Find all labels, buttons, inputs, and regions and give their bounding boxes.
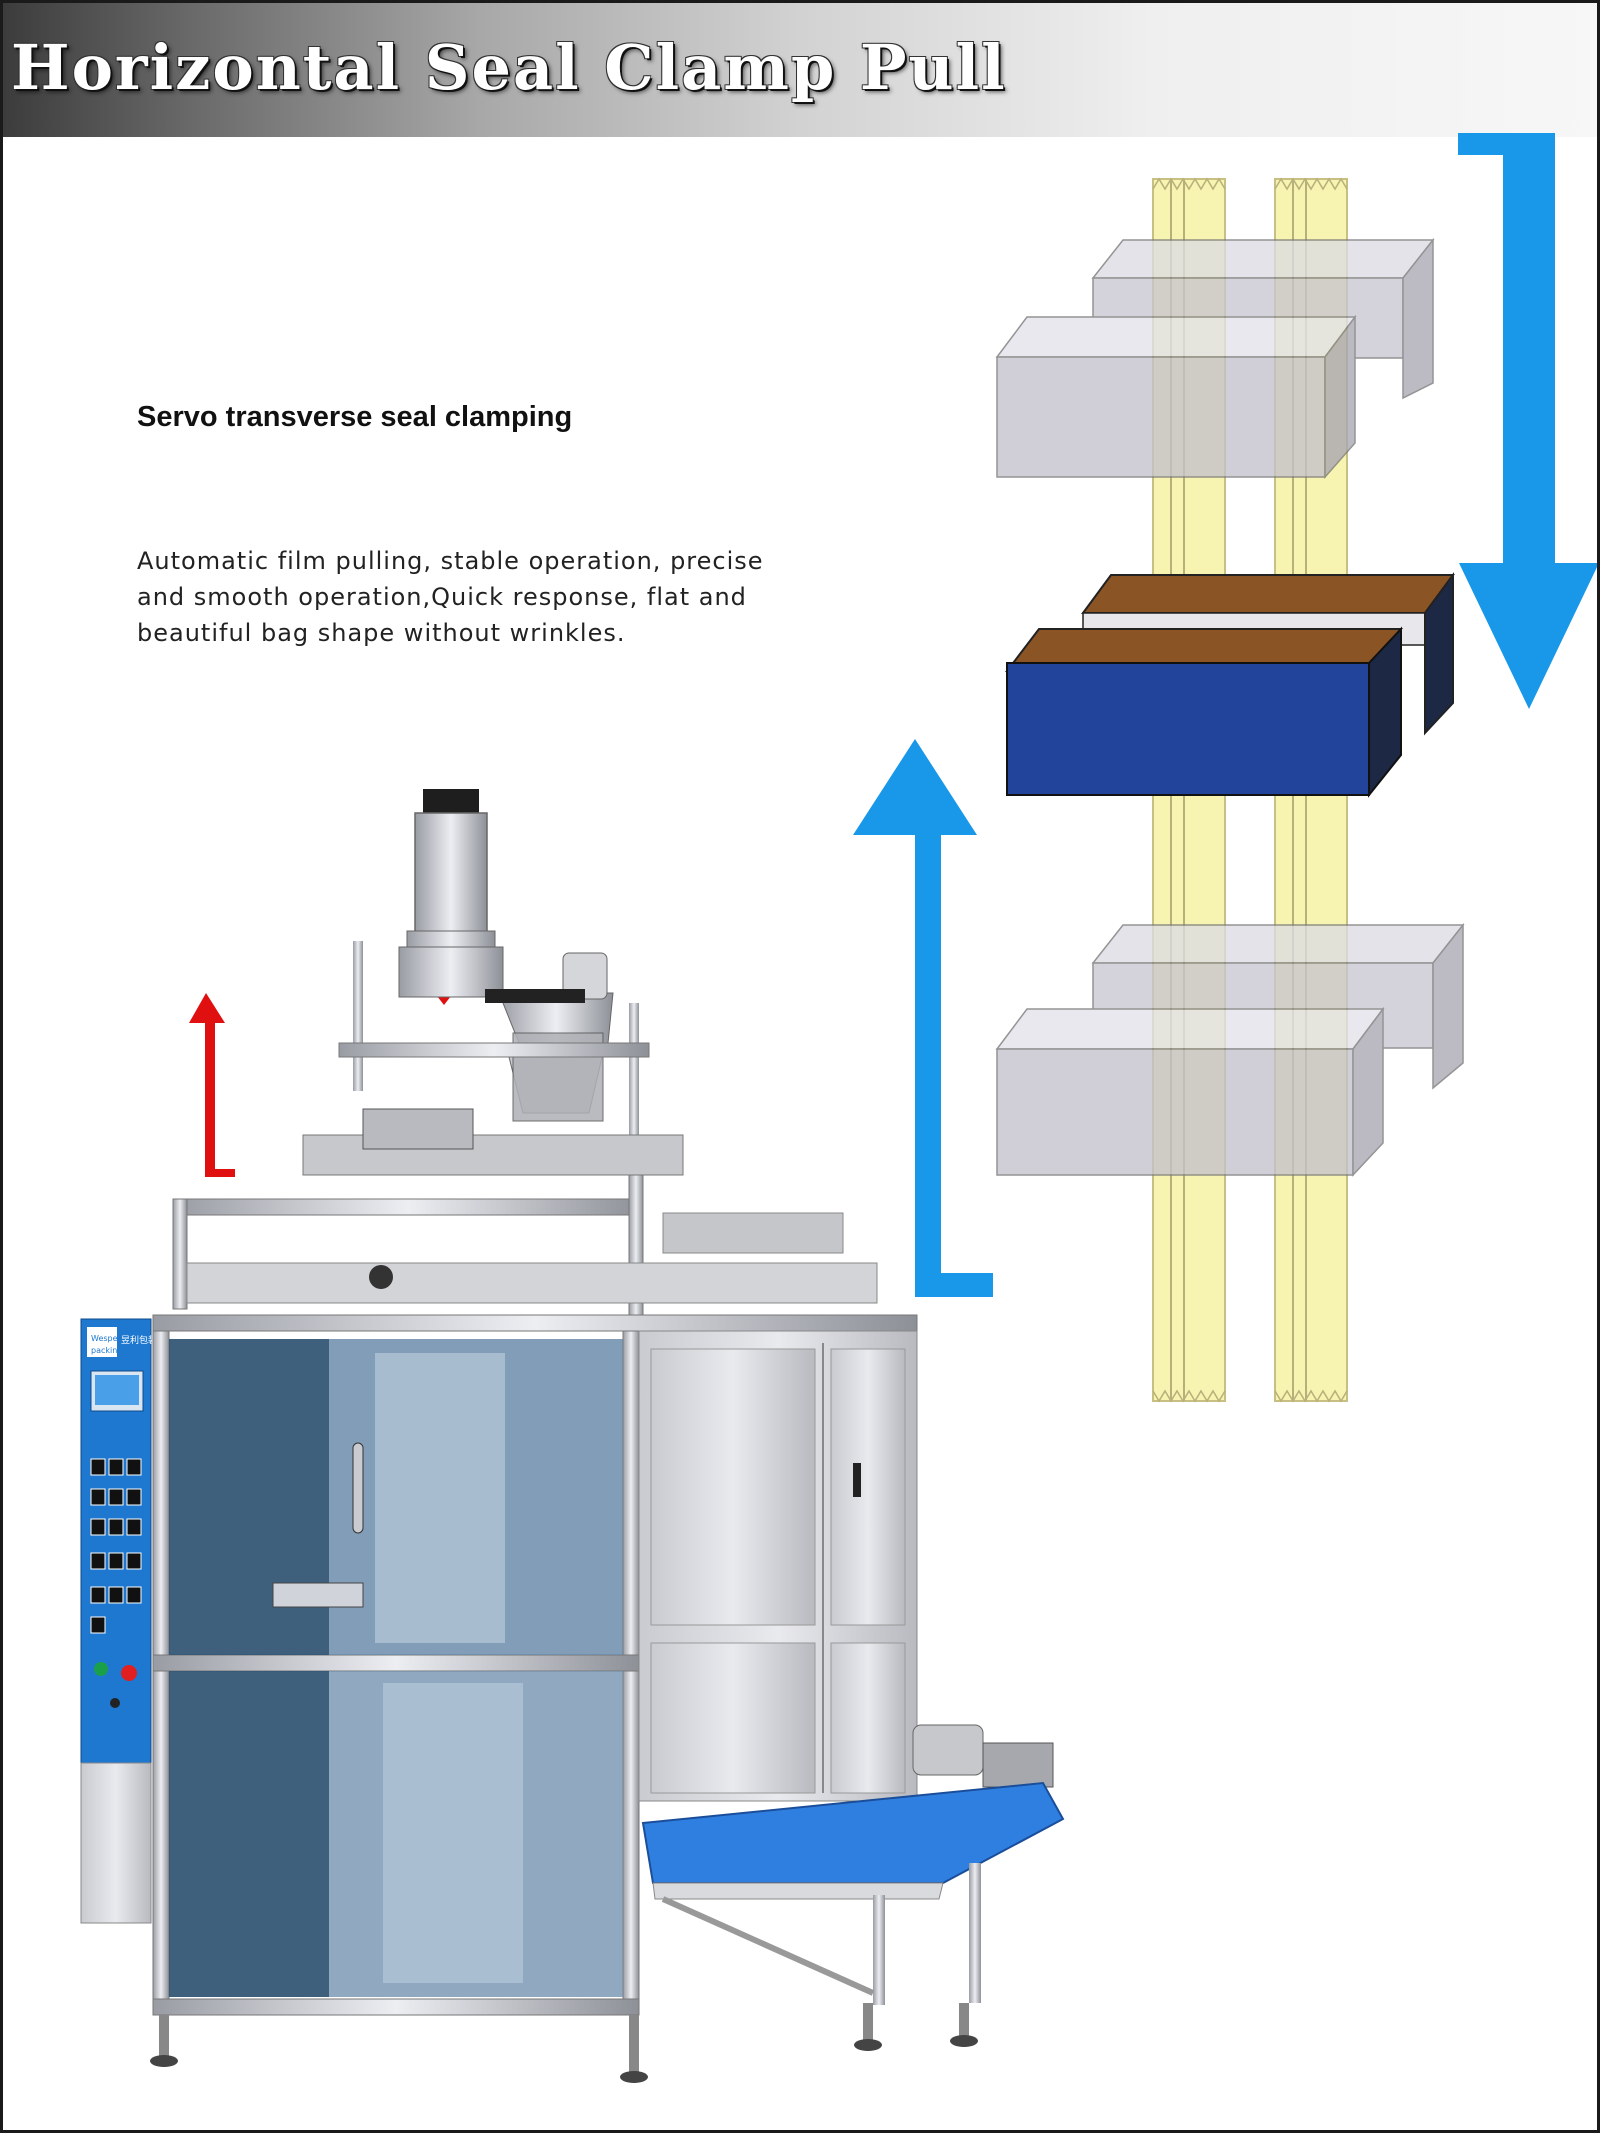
arrow-down-icon bbox=[1458, 133, 1597, 709]
feature-description: Automatic film pulling, stable operation… bbox=[137, 543, 777, 651]
start-button-icon bbox=[94, 1662, 108, 1676]
emergency-stop-icon bbox=[121, 1665, 137, 1681]
panel-brand-cn: 昱利包装 bbox=[121, 1334, 157, 1346]
title-banner: Horizontal Seal Clamp Pull bbox=[3, 3, 1597, 137]
seal-clamp-diagram: Wesper packing 昱利包装 bbox=[80, 133, 1597, 2083]
heat-seal-block bbox=[1004, 571, 1455, 798]
packing-machine: Wesper packing 昱利包装 bbox=[80, 789, 1065, 2083]
arrow-up-icon bbox=[853, 739, 993, 1297]
description-line: Automatic film pulling, stable operation… bbox=[137, 547, 764, 575]
conveyor-belt bbox=[641, 1781, 1065, 1884]
lower-seal-jaw bbox=[995, 922, 1465, 1177]
upper-seal-jaw bbox=[995, 237, 1435, 479]
page-title: Horizontal Seal Clamp Pull bbox=[11, 31, 1007, 104]
panel-brand-sub: packing bbox=[91, 1346, 122, 1355]
description-line: and smooth operation,Quick response, fla… bbox=[137, 583, 747, 611]
arrow-up-icon bbox=[189, 993, 235, 1177]
panel-controllers bbox=[90, 1458, 142, 1634]
feature-subtitle: Servo transverse seal clamping bbox=[137, 401, 573, 433]
description-line: beautiful bag shape without wrinkles. bbox=[137, 619, 626, 647]
panel-brand: Wesper bbox=[91, 1334, 122, 1343]
